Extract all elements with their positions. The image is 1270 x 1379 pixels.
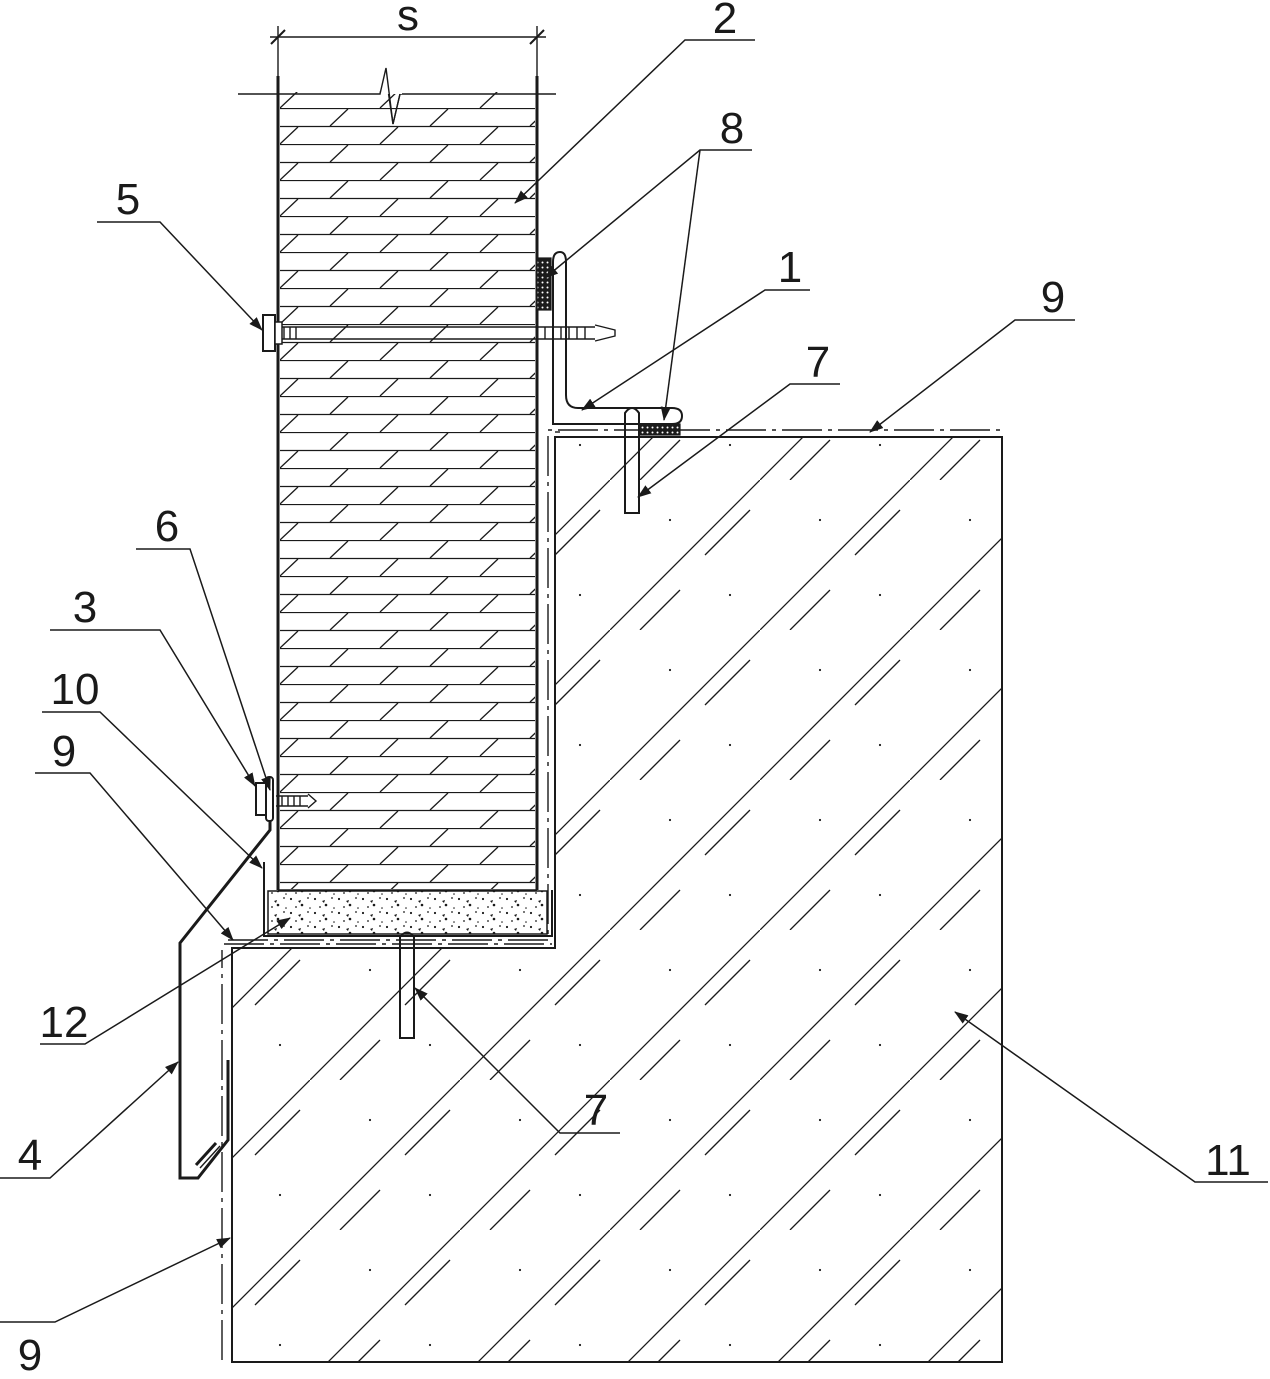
callout-3: 3 — [73, 583, 97, 632]
anchor-bolt — [262, 314, 616, 352]
concrete-foundation — [221, 436, 1003, 1363]
dowel-lower — [399, 931, 415, 1039]
brick-wall — [238, 60, 556, 891]
leader-11 — [954, 1011, 1268, 1183]
leader-5 — [97, 221, 263, 331]
callout-7-bottom: 7 — [584, 1086, 608, 1135]
anchor-bracket — [536, 250, 684, 436]
leader-12 — [40, 917, 291, 1045]
leader-4 — [0, 1061, 179, 1179]
leader-1 — [581, 289, 810, 411]
callout-6: 6 — [155, 502, 179, 551]
leader-9c — [0, 1237, 231, 1323]
waterproofing-layer — [224, 429, 1000, 945]
callout-8: 8 — [720, 104, 744, 153]
callout-5: 5 — [116, 175, 140, 224]
leader-9b — [35, 772, 234, 941]
leader-2 — [514, 39, 755, 204]
seal-strip-lower — [639, 423, 681, 436]
leader-8a — [544, 149, 752, 279]
break-symbol — [379, 67, 401, 125]
callout-labels: 2 8 5 1 9 7 6 3 10 9 12 4 7 9 11 — [18, 0, 1251, 1379]
leader-8b — [660, 149, 701, 421]
callout-2: 2 — [713, 0, 737, 43]
seal-strip-upper — [536, 257, 552, 311]
drip-flashing — [178, 816, 272, 1180]
dimension-s: s — [270, 0, 546, 80]
callout-9-top: 9 — [1041, 273, 1065, 322]
mortar-profile — [263, 862, 553, 937]
mortar-bed — [263, 862, 553, 937]
leader-9a — [869, 319, 1075, 433]
dimension-label: s — [397, 0, 419, 40]
flashing-fastener — [255, 776, 318, 822]
callout-4: 4 — [18, 1131, 42, 1180]
leader-10 — [42, 711, 263, 869]
leader-7b — [414, 987, 620, 1134]
callout-7-top: 7 — [806, 338, 830, 387]
callout-11: 11 — [1205, 1136, 1251, 1185]
callout-1: 1 — [778, 243, 802, 292]
leader-3 — [50, 629, 256, 787]
leader-6 — [136, 548, 271, 791]
callout-9-bottom: 9 — [18, 1331, 42, 1379]
leader-7a — [637, 383, 840, 498]
callout-9-left: 9 — [52, 727, 76, 776]
callout-12: 12 — [40, 998, 89, 1047]
leader-lines — [0, 39, 1268, 1323]
callout-10: 10 — [51, 665, 100, 714]
